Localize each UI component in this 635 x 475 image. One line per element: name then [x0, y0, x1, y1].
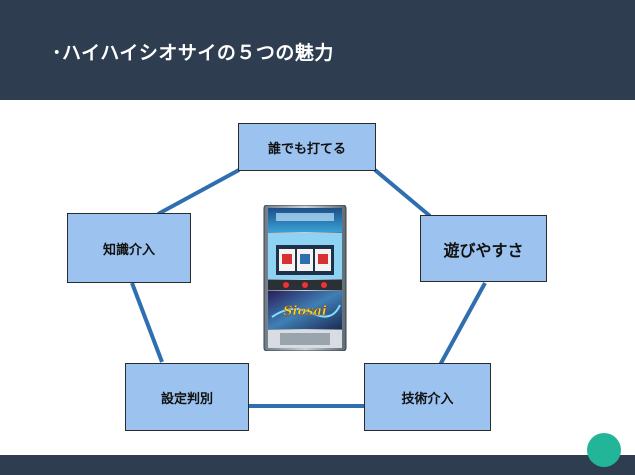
edge-top-right — [373, 168, 432, 218]
node-left: 知識介入 — [67, 213, 191, 283]
node-right-label: 遊びやすさ — [443, 240, 524, 260]
slot-machine-illustration: Siosai — [263, 205, 347, 351]
node-top: 誰でも打てる — [238, 123, 376, 171]
slide-header: ･ハイハイシオサイの５つの魅力 — [0, 0, 635, 100]
node-top-label: 誰でも打てる — [267, 141, 346, 157]
edge-lines — [130, 168, 487, 408]
node-bottom-right-label: 技術介入 — [401, 391, 454, 407]
node-left-label: 知識介入 — [102, 242, 155, 258]
edge-bottomleft-left — [130, 282, 164, 363]
accent-circle — [587, 433, 621, 467]
node-bottom-left: 設定判別 — [125, 363, 249, 431]
node-right: 遊びやすさ — [420, 215, 547, 282]
slide-title: ･ハイハイシオサイの５つの魅力 — [52, 42, 334, 64]
slide-footer — [0, 455, 635, 475]
node-bottom-right: 技術介入 — [364, 363, 491, 431]
machine-logo: Siosai — [283, 304, 327, 319]
node-bottom-left-label: 設定判別 — [160, 391, 213, 407]
edge-right-bottomright — [438, 282, 487, 366]
edge-left-top — [157, 168, 240, 216]
